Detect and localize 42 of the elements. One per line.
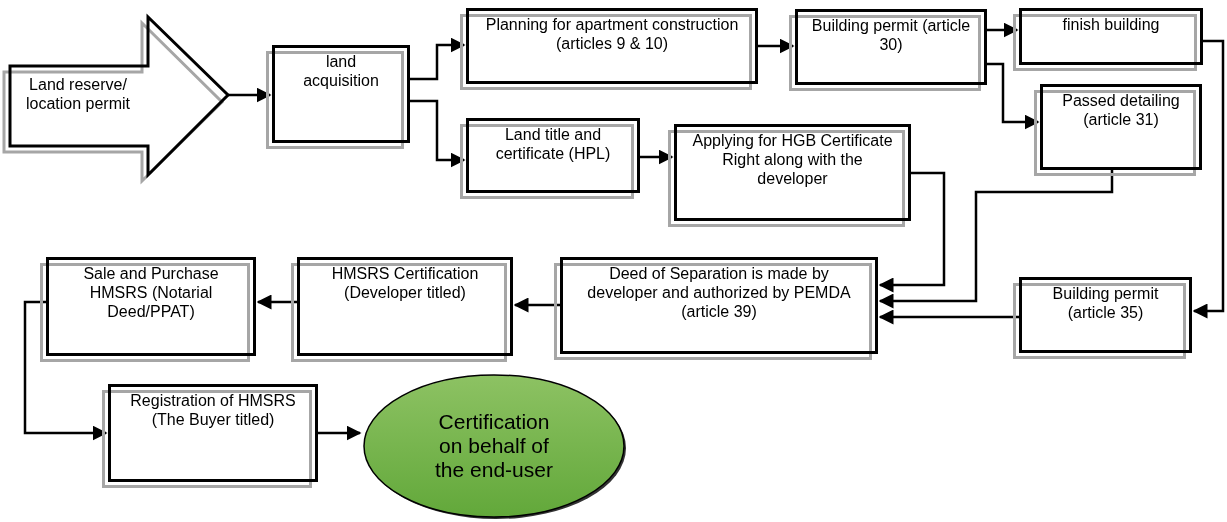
arrow xyxy=(987,62,1040,130)
process-box xyxy=(1013,8,1203,71)
arrow xyxy=(878,170,1114,309)
node-label: Planning for apartment construction (articles 9 & 10) xyxy=(484,15,740,53)
process-box xyxy=(40,257,256,362)
arrow xyxy=(23,300,108,441)
process-box xyxy=(789,9,987,91)
node-label: Applying for HGB Certificate Right along with the developer xyxy=(691,131,894,188)
process-box xyxy=(1034,84,1202,176)
arrow xyxy=(318,425,362,441)
arrow xyxy=(878,171,946,293)
arrow xyxy=(256,294,297,310)
node-label: HMSRS Certification (Developer titled) xyxy=(330,264,480,302)
node-label: Registration of HMSRS (The Buyer titled) xyxy=(129,391,297,429)
node-label: Land reserve/ location permit xyxy=(24,75,131,113)
arrow xyxy=(987,22,1019,38)
node-label: Building permit (article 35) xyxy=(1051,284,1160,322)
ellipse xyxy=(362,372,626,520)
process-box xyxy=(460,8,758,90)
arrow xyxy=(513,297,560,313)
process-box xyxy=(291,257,513,362)
process-box xyxy=(554,257,878,360)
process-box xyxy=(102,384,318,488)
node-label: Sale and Purchase HMSRS (Notarial Deed/PPAT) xyxy=(82,264,220,321)
process-box xyxy=(668,124,911,227)
node-label: Land title and certificate (HPL) xyxy=(494,125,612,163)
arrow xyxy=(640,149,674,165)
node-label: Building permit (article 30) xyxy=(811,16,971,54)
process-box xyxy=(460,118,640,199)
node-label: Passed detailing (article 31) xyxy=(1061,91,1181,129)
arrow xyxy=(758,38,795,54)
arrow xyxy=(878,309,1019,325)
process-box xyxy=(1013,277,1192,359)
node-label: Certification on behalf of the end-user xyxy=(434,410,554,482)
process-box xyxy=(266,45,410,149)
node-label: finish building xyxy=(1062,15,1160,34)
arrow xyxy=(410,37,466,81)
arrow xyxy=(1192,39,1225,319)
arrow xyxy=(410,99,466,168)
node-label: Deed of Separation is made by developer and authorized by PEMDA (article 39) xyxy=(586,264,852,321)
arrow xyxy=(228,87,272,103)
node-label: land acquisition xyxy=(302,52,380,90)
